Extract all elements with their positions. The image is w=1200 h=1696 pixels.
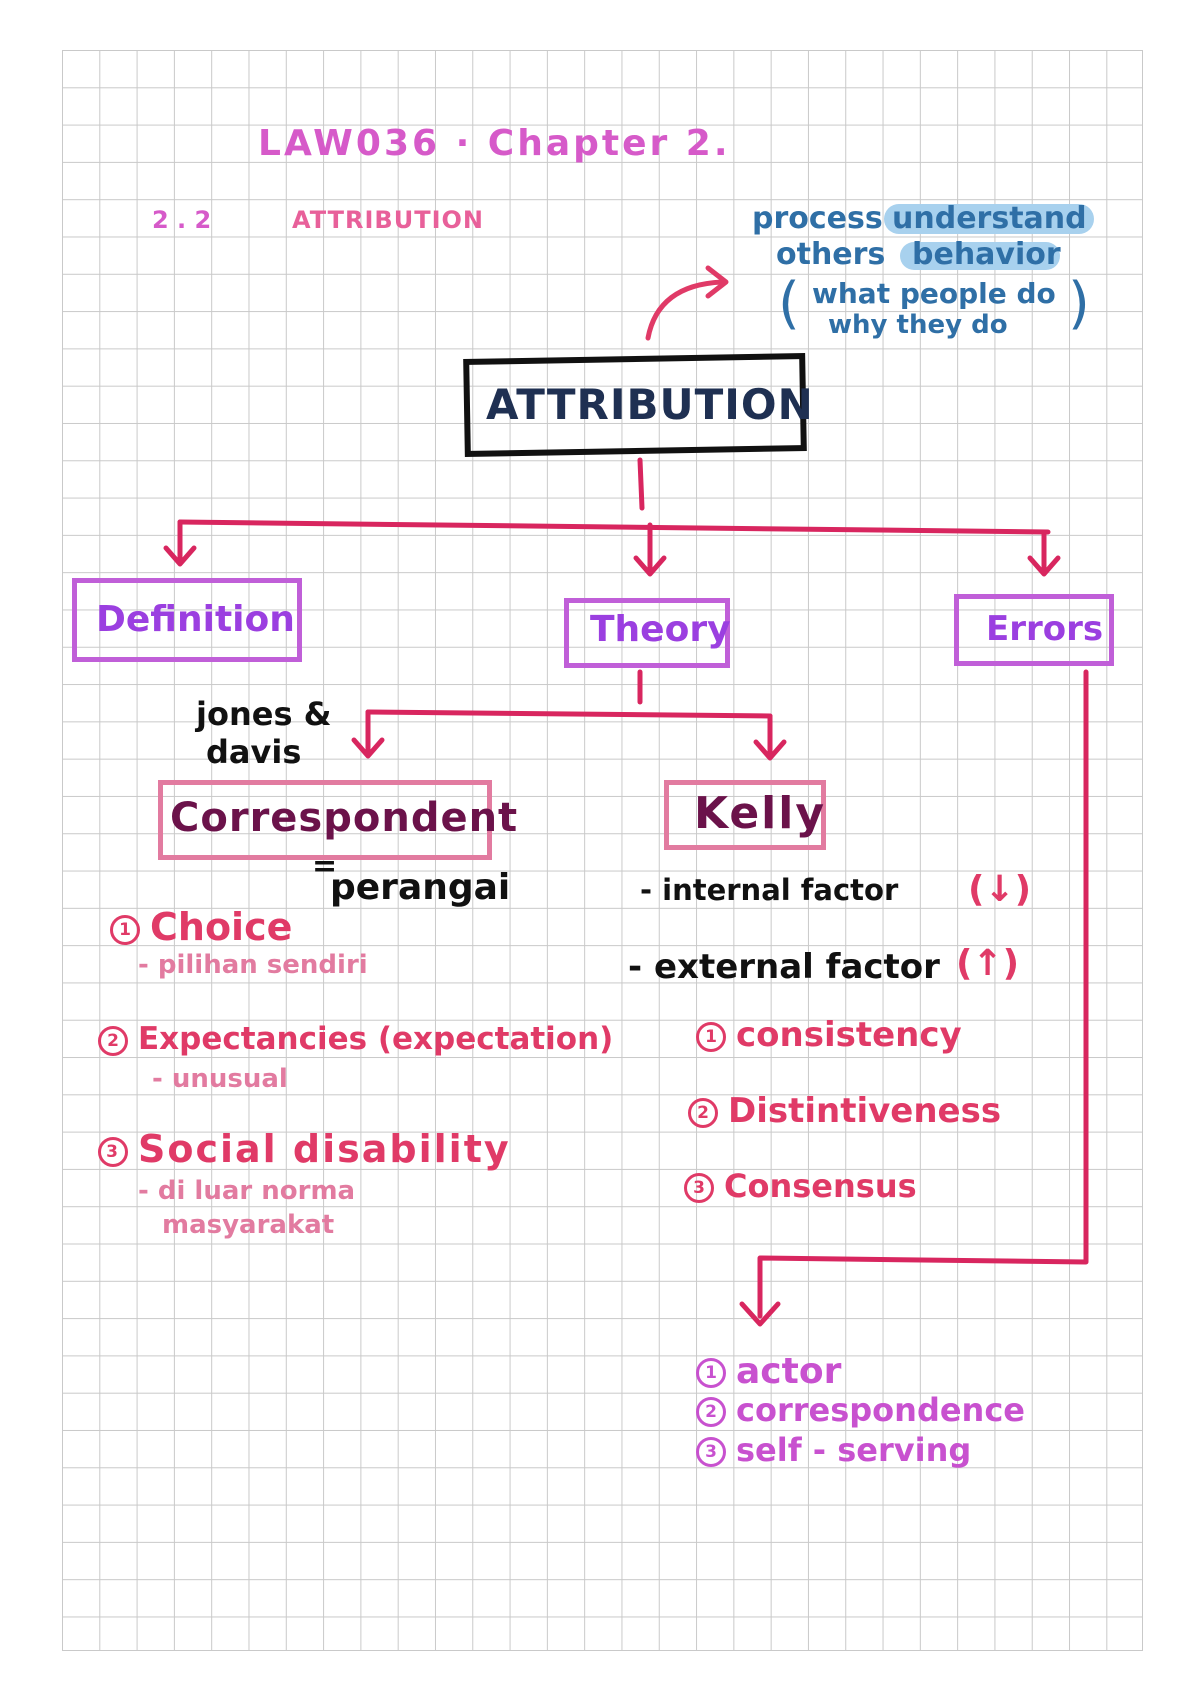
root-bar (177, 519, 1051, 535)
note-behavior: behavior (912, 237, 1061, 272)
correspondent-item-3-sub: - di luar norma (138, 1176, 356, 1206)
arrowhead-correspondent (351, 737, 385, 759)
theory-label: Theory (590, 609, 731, 650)
arrowhead-errors (1027, 555, 1061, 577)
grid-paper (62, 50, 1143, 1651)
number-circle-icon: 3 (684, 1173, 714, 1203)
arrowhead-theory (633, 555, 667, 577)
root-stem (637, 457, 645, 511)
section-title: ATTRIBUTION (292, 206, 484, 234)
internal-factor-label: - internal factor (640, 873, 899, 907)
kelly-box (664, 780, 826, 850)
curved-arrow (645, 279, 725, 341)
errors-label: Errors (986, 609, 1104, 649)
note-paren-open: ( (778, 271, 800, 336)
arrowhead-definition (163, 545, 197, 567)
correspondent-label: Correspondent (170, 795, 519, 841)
note-why-they-do: why they do (828, 310, 1008, 340)
curved-arrow-head (705, 265, 729, 299)
number-circle-icon: 3 (696, 1437, 726, 1467)
number-circle-icon: 1 (696, 1021, 726, 1052)
perangai-label: perangai (330, 867, 511, 908)
external-factor-label: - external factor (628, 947, 940, 987)
equals-sign: = (312, 849, 338, 884)
note-what-people-do: what people do (812, 277, 1056, 310)
correspondent-item-2-sub: - unusual (152, 1064, 288, 1094)
section-number: 2 . 2 (152, 206, 212, 234)
definition-box (72, 578, 302, 662)
correspondent-item-1-sub: - pilihan sendiri (138, 950, 368, 980)
internal-factor-arrow: (↓) (968, 869, 1032, 910)
errors-box (954, 594, 1114, 666)
highlight-understand (884, 204, 1094, 234)
number-circle-icon: 1 (110, 914, 140, 945)
errors-path (757, 669, 1089, 1319)
correspondent-box (158, 780, 492, 860)
note-understand: understand (892, 201, 1087, 236)
theory-bar (365, 709, 773, 719)
number-circle-icon: 1 (696, 1358, 726, 1388)
definition-label: Definition (96, 599, 295, 640)
attribution-root-label: ATTRIBUTION (486, 380, 814, 429)
course-title: LAW036 · Chapter 2. (258, 123, 731, 164)
number-circle-icon: 3 (98, 1136, 128, 1167)
number-circle-icon: 2 (98, 1025, 128, 1056)
external-factor-arrow: (↑) (956, 943, 1020, 984)
arrowhead-errors-list (739, 1301, 781, 1327)
arrowhead-kelly (753, 739, 787, 761)
note-others: others (776, 237, 886, 272)
number-circle-icon: 2 (688, 1097, 718, 1128)
jones-davis-line2: davis (206, 733, 302, 771)
note-paren-close: ) (1068, 271, 1090, 336)
correspondent-item-3-sub2: masyarakat (162, 1210, 335, 1240)
jones-davis-line1: jones & (196, 695, 332, 733)
number-circle-icon: 2 (696, 1397, 726, 1427)
theory-box (564, 598, 730, 668)
note-process: process (752, 201, 883, 236)
kelly-label: Kelly (694, 788, 827, 839)
highlight-behavior (900, 242, 1060, 270)
